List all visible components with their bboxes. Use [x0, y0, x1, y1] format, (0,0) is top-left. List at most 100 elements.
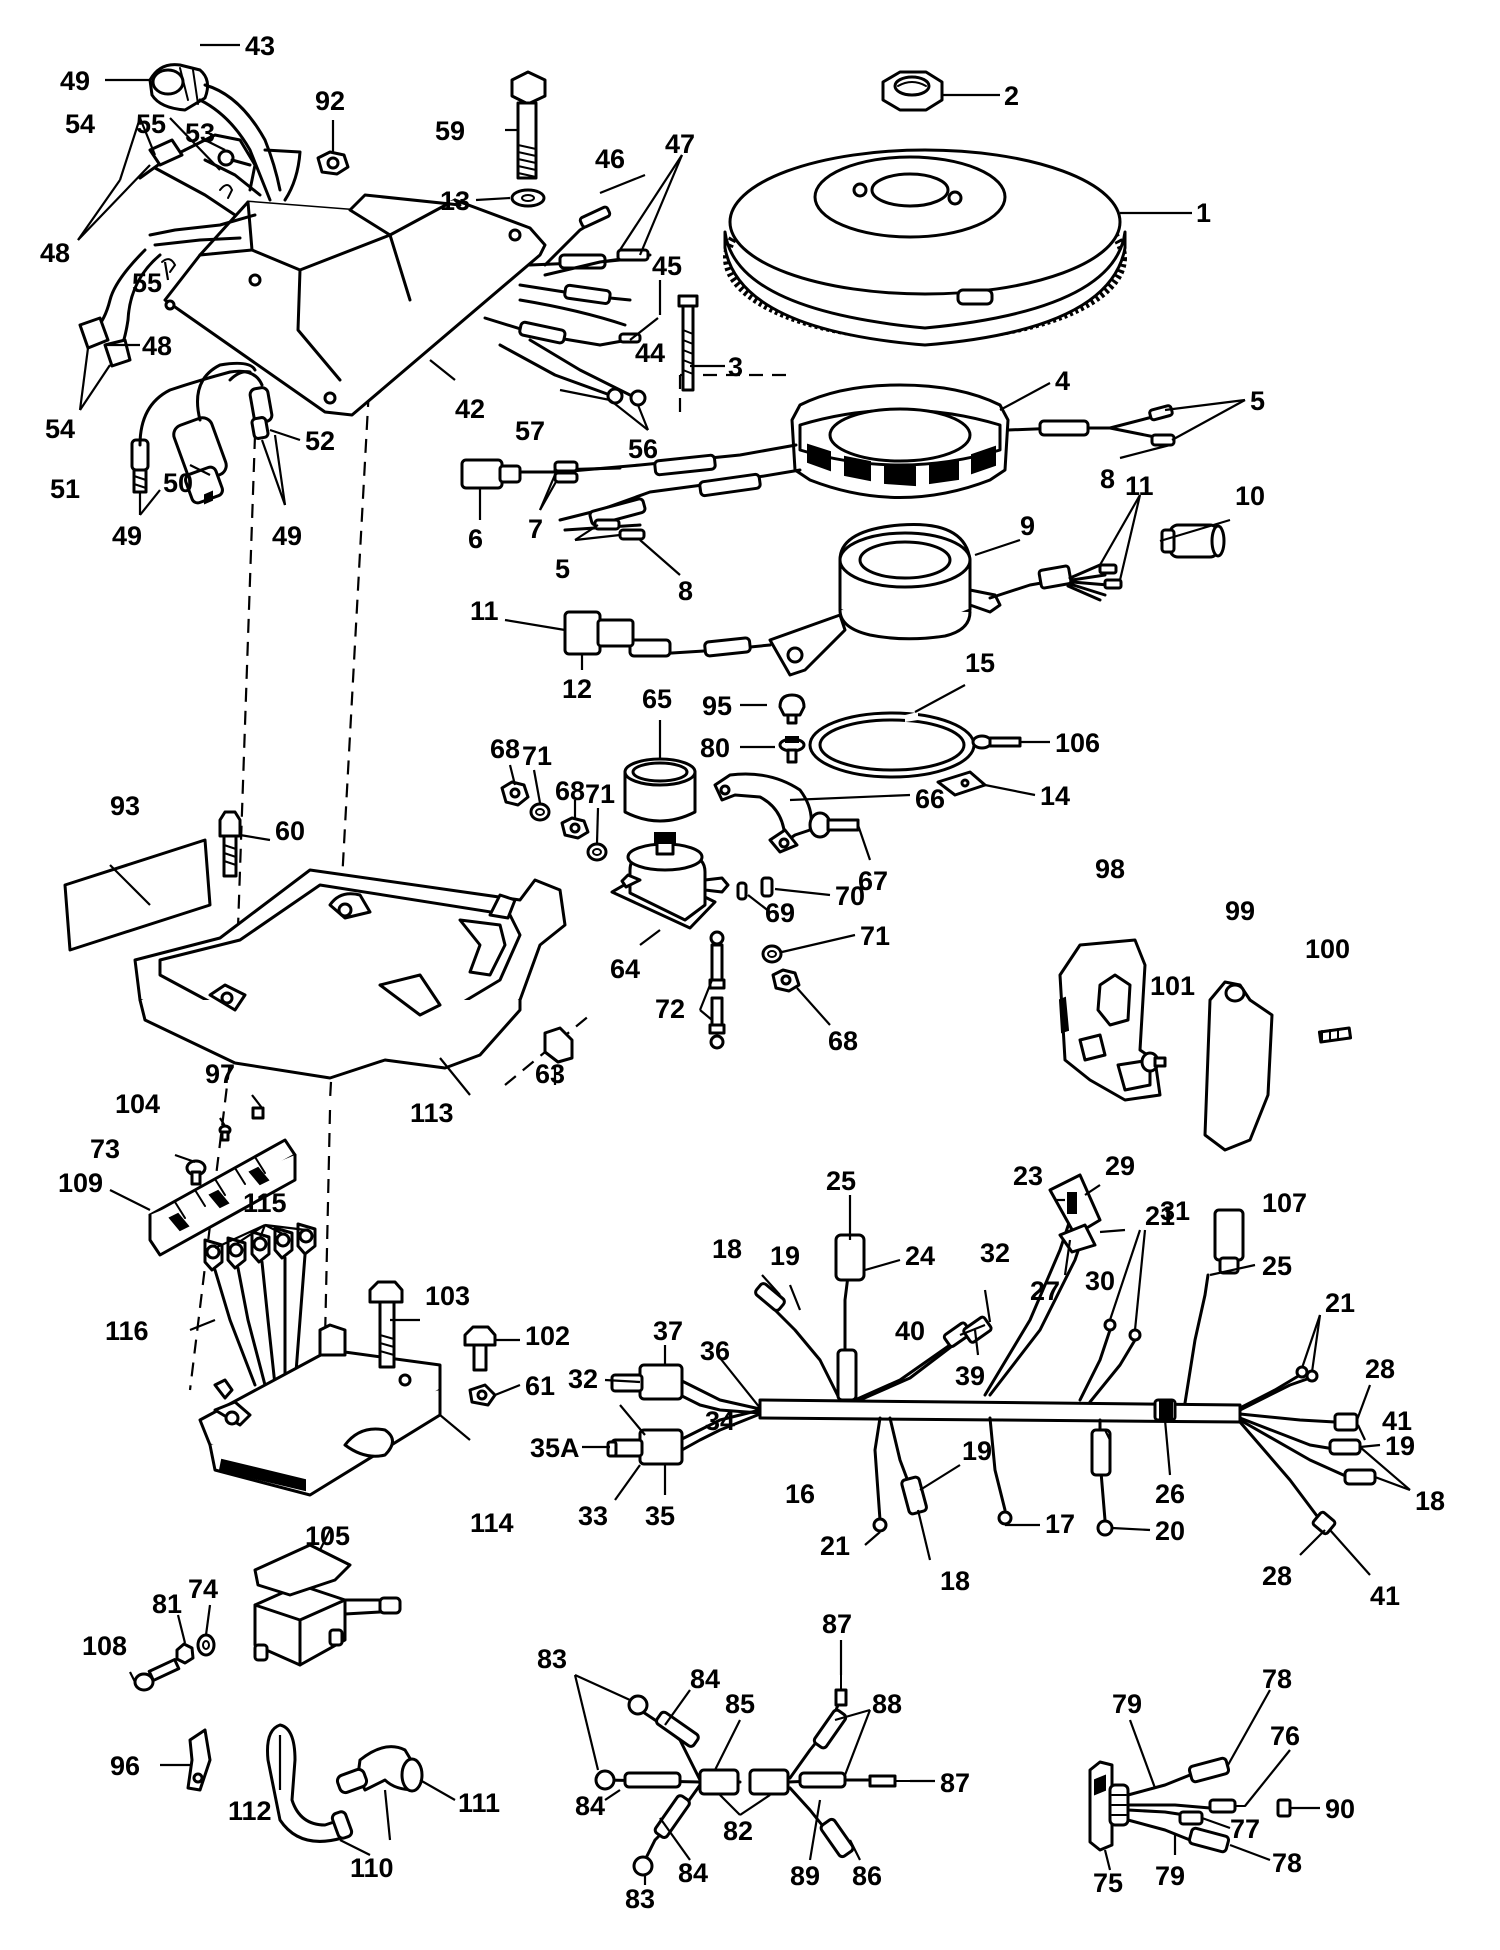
- callout-74: 74: [188, 1574, 218, 1604]
- callout-49c: 49: [272, 521, 302, 551]
- callout-68a: 68: [490, 734, 520, 764]
- callout-97: 97: [205, 1059, 235, 1089]
- callout-57: 57: [515, 416, 545, 446]
- retaining-ring: [808, 711, 976, 779]
- stator-leads: [518, 404, 1176, 527]
- callout-93: 93: [110, 791, 140, 821]
- clip-96: [186, 1728, 212, 1792]
- terminal-strip: [148, 1138, 297, 1257]
- callout-71c: 71: [860, 921, 890, 951]
- callout-60: 60: [275, 816, 305, 846]
- callout-18c: 18: [1415, 1486, 1445, 1516]
- callout-71b: 71: [585, 779, 615, 809]
- callout-32a: 32: [980, 1238, 1010, 1268]
- screw-106: [971, 734, 1022, 750]
- callout-68c: 68: [828, 1026, 858, 1056]
- wire-bundle-left: [78, 133, 262, 368]
- nut-81: [175, 1642, 195, 1665]
- cover-leads: [483, 205, 652, 407]
- screw-100: [1317, 1026, 1353, 1044]
- terminal-51: [130, 438, 150, 494]
- callout-9: 9: [1020, 511, 1035, 541]
- callout-14: 14: [1040, 781, 1070, 811]
- callout-103: 103: [425, 1281, 470, 1311]
- nuts-washers: [500, 780, 801, 993]
- callout-11a: 11: [1125, 471, 1154, 501]
- grommet-43: [148, 63, 302, 202]
- screw-95: [778, 693, 806, 725]
- callout-82: 82: [723, 1816, 753, 1846]
- callout-114: 114: [470, 1508, 514, 1538]
- clip-55: [161, 184, 234, 273]
- callout-48b: 48: [142, 331, 172, 361]
- boot-112: [266, 1723, 354, 1843]
- callout-77: 77: [1230, 1814, 1260, 1844]
- callout-8b: 8: [678, 576, 693, 606]
- power-pack-114: [198, 1323, 442, 1497]
- callout-110: 110: [350, 1853, 394, 1883]
- callout-labels: 1 2 3 4 5 5 6 7 8 8 9 10 11 11 12 13 14 …: [40, 31, 1445, 1914]
- callout-35A: 35A: [530, 1433, 580, 1463]
- callout-92: 92: [315, 86, 345, 116]
- callout-21c: 21: [820, 1531, 850, 1561]
- leader-lines: [77, 43, 1411, 1885]
- electrical-cover: [163, 193, 547, 417]
- callout-5b: 5: [555, 554, 570, 584]
- callout-83b: 83: [625, 1884, 655, 1914]
- timer-base: [628, 522, 1123, 677]
- connector-50: [172, 416, 228, 505]
- electrical-base-113: [133, 868, 567, 1080]
- callout-29: 29: [1105, 1151, 1135, 1181]
- callout-52: 52: [305, 426, 335, 456]
- power-pack-leads: [203, 1222, 317, 1387]
- callout-61: 61: [525, 1371, 555, 1401]
- callout-47: 47: [665, 129, 695, 159]
- callout-87a: 87: [822, 1609, 852, 1639]
- sleeve: [623, 757, 697, 823]
- callout-100: 100: [1305, 934, 1350, 964]
- stator-connector: [460, 458, 622, 490]
- callout-106: 106: [1055, 728, 1100, 758]
- callout-81: 81: [152, 1589, 182, 1619]
- callout-18b: 18: [940, 1566, 970, 1596]
- nut-92: [316, 150, 350, 176]
- callout-25a: 25: [826, 1166, 856, 1196]
- callout-115: 115: [243, 1188, 287, 1218]
- jumper-harness: [594, 1674, 911, 1877]
- stator: [790, 383, 1010, 499]
- callout-78a: 78: [1262, 1664, 1292, 1694]
- clip-14: [936, 770, 987, 797]
- callout-113: 113: [410, 1098, 454, 1128]
- plug-90: [1276, 1798, 1292, 1818]
- callout-84a: 84: [690, 1664, 720, 1694]
- bracket-98: [1058, 938, 1162, 1102]
- callout-69: 69: [765, 898, 795, 928]
- callout-102: 102: [525, 1321, 570, 1351]
- callout-84c: 84: [678, 1858, 708, 1888]
- callout-63: 63: [535, 1059, 565, 1089]
- callout-70: 70: [835, 881, 865, 911]
- decal-93: [63, 838, 212, 952]
- pins-69-70: [736, 876, 774, 901]
- clip-61: [468, 1383, 497, 1407]
- callout-23: 23: [1013, 1161, 1043, 1191]
- callout-67: 67: [858, 866, 888, 896]
- callout-19c: 19: [1385, 1431, 1415, 1461]
- callout-26: 26: [1155, 1479, 1185, 1509]
- callout-78b: 78: [1272, 1848, 1302, 1878]
- callout-54b: 54: [45, 414, 75, 444]
- callout-6: 6: [468, 524, 483, 554]
- screw-67: [808, 811, 860, 839]
- callout-13: 13: [440, 186, 470, 216]
- callout-3: 3: [728, 352, 743, 382]
- callout-37: 37: [653, 1316, 683, 1346]
- callout-24: 24: [905, 1241, 935, 1271]
- callout-59: 59: [435, 116, 465, 146]
- washer-13: [510, 188, 546, 208]
- callout-90: 90: [1325, 1794, 1355, 1824]
- callout-48a: 48: [40, 238, 70, 268]
- callout-44: 44: [635, 338, 665, 368]
- screw-80: [778, 736, 806, 764]
- main-wire-harness: [606, 1173, 1377, 1537]
